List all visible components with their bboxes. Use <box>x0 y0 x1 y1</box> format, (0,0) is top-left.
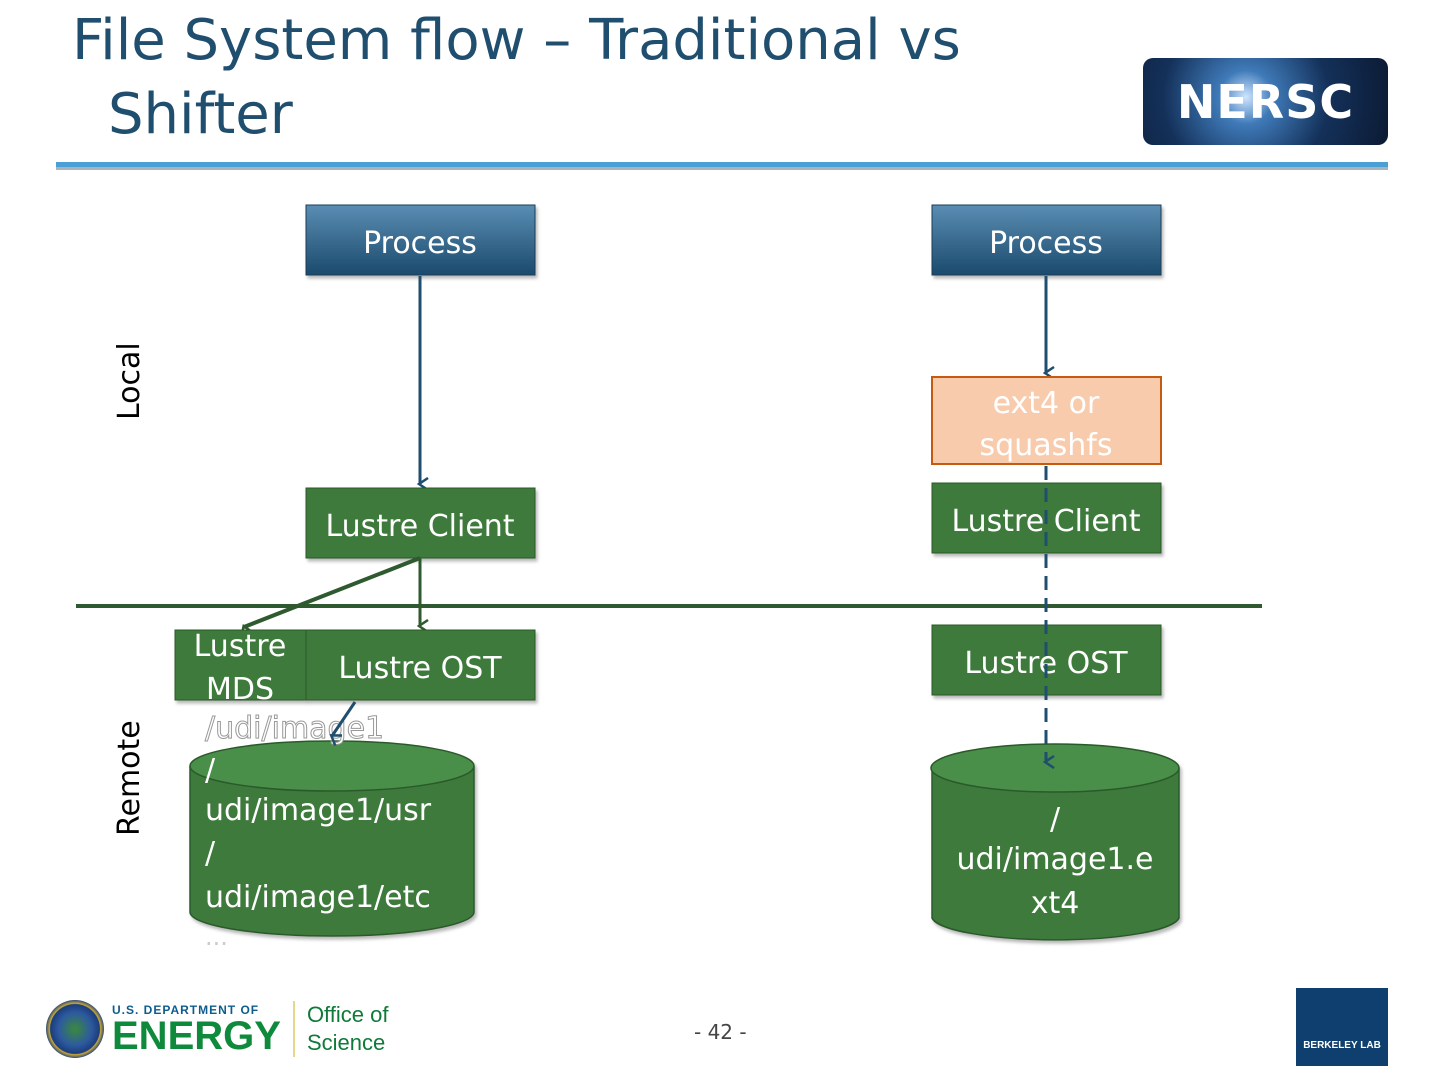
page-number: - 42 - <box>694 1020 747 1044</box>
shifter-ost-box <box>931 624 1162 696</box>
trad-storage-line: / <box>205 836 216 871</box>
shifter-fs-box <box>931 376 1162 465</box>
trad-mds-label-1: Lustre <box>194 629 287 664</box>
title-line-1: File System flow – Traditional vs <box>72 8 961 73</box>
trad-ost-box <box>305 629 536 701</box>
shifter-process-label: Process <box>989 226 1103 261</box>
trad-client-label: Lustre Client <box>325 509 514 544</box>
shifter-storage-cylinder <box>930 743 1180 941</box>
trad-client-to-mds-arrow <box>244 556 421 627</box>
doe-seal-icon <box>46 1000 104 1058</box>
shifter-storage-line: xt4 <box>1031 886 1080 921</box>
trad-overlay-path: /udi/image1 <box>205 711 384 746</box>
slide-title: File System flow – Traditional vs Shifte… <box>72 4 961 152</box>
trad-storage-line: ... <box>205 923 228 951</box>
trad-client-box <box>305 487 536 559</box>
shifter-fs-label-1: ext4 or <box>993 386 1100 421</box>
trad-ost-to-storage-arrow <box>332 701 357 736</box>
berkeley-lab-logo: BERKELEY LAB <box>1296 988 1388 1066</box>
trad-process-label: Process <box>363 226 477 261</box>
shifter-fs-label-2: squashfs <box>980 428 1113 463</box>
title-rule <box>56 162 1388 170</box>
shifter-storage-line: udi/image1.e <box>956 842 1153 877</box>
trad-storage-line: udi/image1/etc <box>205 880 431 915</box>
trad-storage-line: / <box>205 753 216 788</box>
nersc-logo: NERSC <box>1143 58 1388 145</box>
title-line-2: Shifter <box>108 82 293 147</box>
trad-storage-line: udi/image1/usr <box>205 793 432 828</box>
shifter-process-box <box>931 204 1162 276</box>
shifter-storage-line: / <box>1050 802 1061 837</box>
trad-process-box <box>305 204 536 276</box>
trad-mds-box <box>174 629 307 701</box>
trad-mds-label-2: MDS <box>206 672 274 707</box>
trad-ost-label: Lustre OST <box>338 651 502 686</box>
trad-storage-cylinder <box>189 740 475 937</box>
